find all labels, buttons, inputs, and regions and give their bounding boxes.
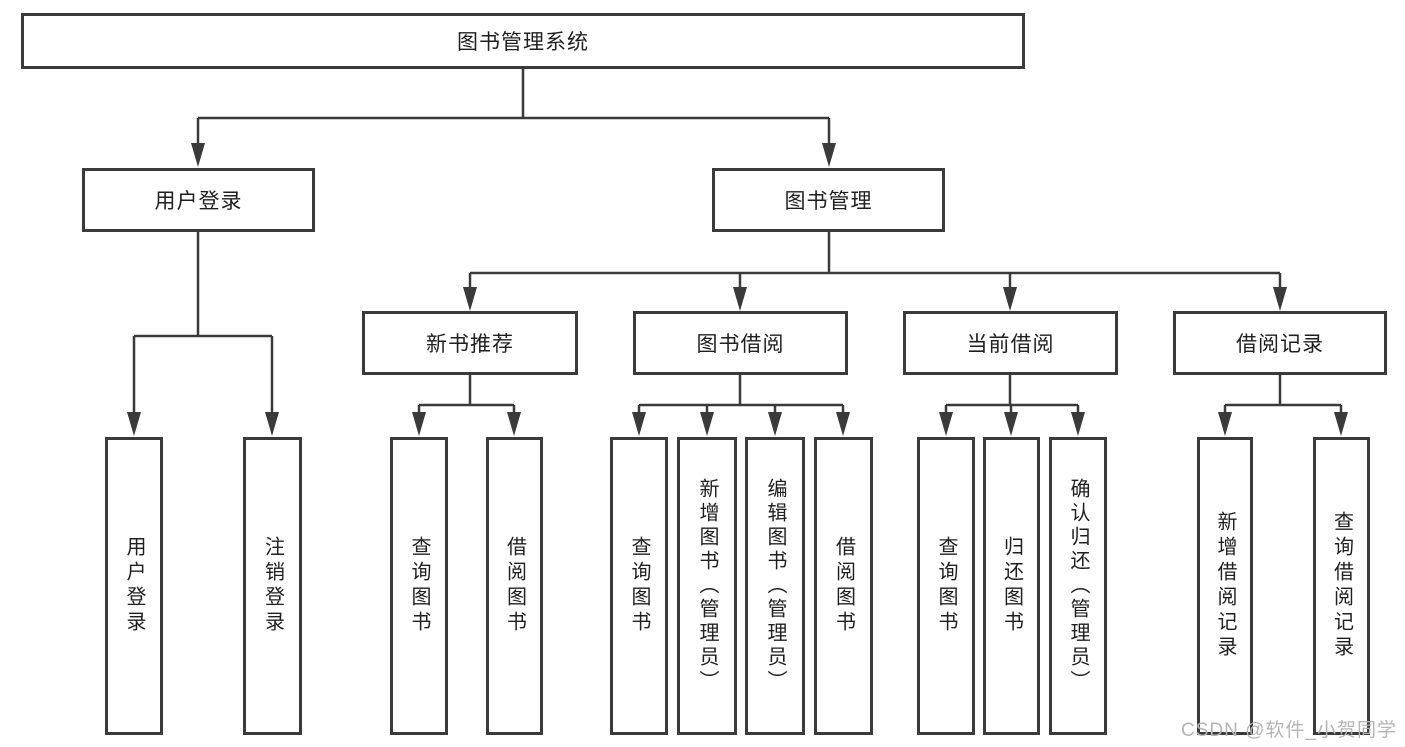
node-label: 图书借阅: [696, 333, 785, 356]
node-new-book-recommendation: 新书推荐: [362, 311, 578, 375]
node-book-management: 图书管理: [712, 168, 945, 232]
node-label: 借阅图书: [503, 536, 526, 636]
node-label: 注销登录: [261, 536, 284, 636]
arrowhead: [127, 412, 141, 436]
arrowhead: [412, 412, 426, 436]
arrowhead: [733, 287, 747, 311]
node-label: 当前借阅: [966, 333, 1055, 356]
arrowhead: [632, 412, 646, 436]
node-label: 用户登录: [154, 190, 243, 213]
node-label: 图书管理系统: [457, 31, 589, 54]
leaf-borrowing-add-books-admin: 新增图书（管理员）: [677, 437, 737, 735]
node-label: 新增图书（管理员）: [696, 478, 718, 694]
arrowhead: [1273, 287, 1287, 311]
arrowhead: [463, 287, 477, 311]
node-label: 查询借阅记录: [1330, 511, 1353, 661]
leaf-current-query-books: 查询图书: [917, 437, 975, 735]
node-label: 归还图书: [1000, 536, 1023, 636]
leaf-user-login: 用户登录: [105, 437, 163, 735]
node-library-management-system: 图书管理系统: [21, 13, 1025, 69]
node-label: 图书管理: [784, 190, 873, 213]
leaf-borrowing-query-books: 查询图书: [610, 437, 668, 735]
arrowhead: [265, 412, 279, 436]
csdn-watermark: CSDN @软件_小贺同学: [1181, 720, 1397, 741]
arrowhead: [822, 143, 836, 167]
node-label: 编辑图书（管理员）: [764, 478, 786, 694]
arrowhead: [1004, 412, 1018, 436]
leaf-borrowing-borrow-books: 借阅图书: [814, 437, 873, 735]
arrowhead: [939, 412, 953, 436]
leaf-records-add-borrow-record: 新增借阅记录: [1197, 437, 1253, 735]
node-label: 查询图书: [628, 536, 650, 636]
arrowhead: [700, 412, 714, 436]
node-label: 借阅记录: [1236, 333, 1324, 356]
leaf-newbook-borrow-books: 借阅图书: [486, 437, 543, 735]
leaf-borrowing-edit-books-admin: 编辑图书（管理员）: [745, 437, 805, 735]
node-label: 新书推荐: [426, 333, 514, 356]
node-label: 查询图书: [408, 536, 430, 636]
arrowhead: [191, 143, 205, 167]
leaf-current-confirm-return-admin: 确认归还（管理员）: [1049, 437, 1107, 735]
node-label: 用户登录: [123, 536, 145, 636]
node-label: 新增借阅记录: [1214, 511, 1236, 661]
leaf-current-return-books: 归还图书: [983, 437, 1040, 735]
leaf-records-query-borrow-record: 查询借阅记录: [1313, 437, 1370, 735]
arrowhead: [1334, 412, 1348, 436]
arrowhead: [507, 412, 521, 436]
node-book-borrowing: 图书借阅: [633, 311, 848, 375]
node-current-borrowing: 当前借阅: [903, 311, 1118, 375]
node-label: 确认归还（管理员）: [1067, 478, 1089, 694]
leaf-logout: 注销登录: [243, 437, 302, 735]
arrowhead: [836, 412, 850, 436]
node-label: 查询图书: [935, 536, 957, 636]
node-label: 借阅图书: [832, 536, 855, 636]
arrowhead: [1071, 412, 1085, 436]
node-borrowing-records: 借阅记录: [1173, 311, 1387, 375]
node-user-login: 用户登录: [82, 168, 315, 232]
arrowhead: [768, 412, 782, 436]
arrowhead: [1003, 287, 1017, 311]
arrowhead: [1218, 412, 1232, 436]
leaf-newbook-query-books: 查询图书: [390, 437, 448, 735]
